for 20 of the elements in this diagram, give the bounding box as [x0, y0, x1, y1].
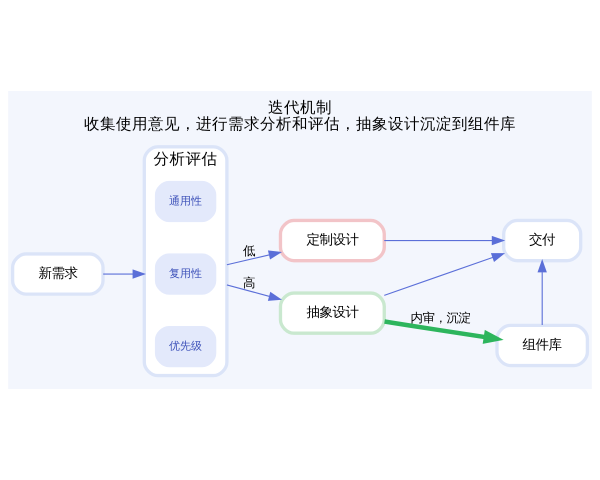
arrow	[384, 236, 506, 246]
caption: 收集使用意见，进行需求分析和评估，抽象设计沉淀到组件库	[84, 115, 516, 134]
node-box: 定制设计	[278, 218, 386, 262]
node-box: 通用性	[154, 180, 216, 222]
node-box: 组件库	[495, 324, 590, 368]
arrow	[103, 269, 146, 279]
arrow	[226, 250, 282, 266]
node-box: 抽象设计	[278, 291, 386, 335]
arrow	[226, 284, 282, 301]
arrow	[384, 319, 504, 344]
edge-label: 内审，沉淀	[410, 310, 471, 325]
node-box: 复用性	[154, 253, 216, 295]
node-box: 交付	[502, 218, 582, 262]
arrow	[384, 253, 506, 296]
edge-label: 高	[243, 276, 256, 290]
arrow	[538, 258, 547, 325]
diagram-title: 迭代机制	[268, 98, 332, 116]
edge-label: 低	[243, 244, 256, 258]
node-box: 新需求	[10, 252, 105, 296]
node-box: 优先级	[154, 326, 216, 368]
